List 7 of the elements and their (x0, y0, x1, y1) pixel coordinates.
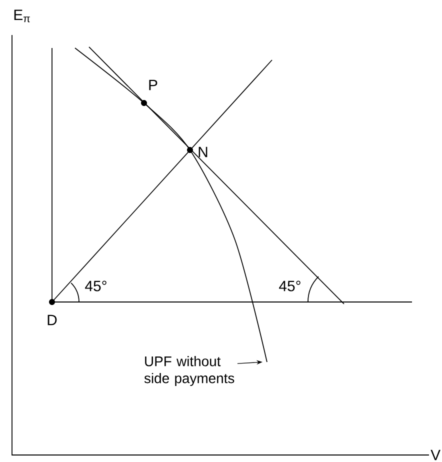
angle-label: 45° (85, 280, 106, 292)
point-label: P (149, 80, 158, 90)
axis-label: E$_{π}$ (14, 10, 30, 22)
axis-label: V (430, 450, 440, 460)
annotation-text: UPF without side payments (144, 356, 234, 386)
point-label: N (198, 146, 208, 158)
point-label: D (48, 314, 57, 326)
